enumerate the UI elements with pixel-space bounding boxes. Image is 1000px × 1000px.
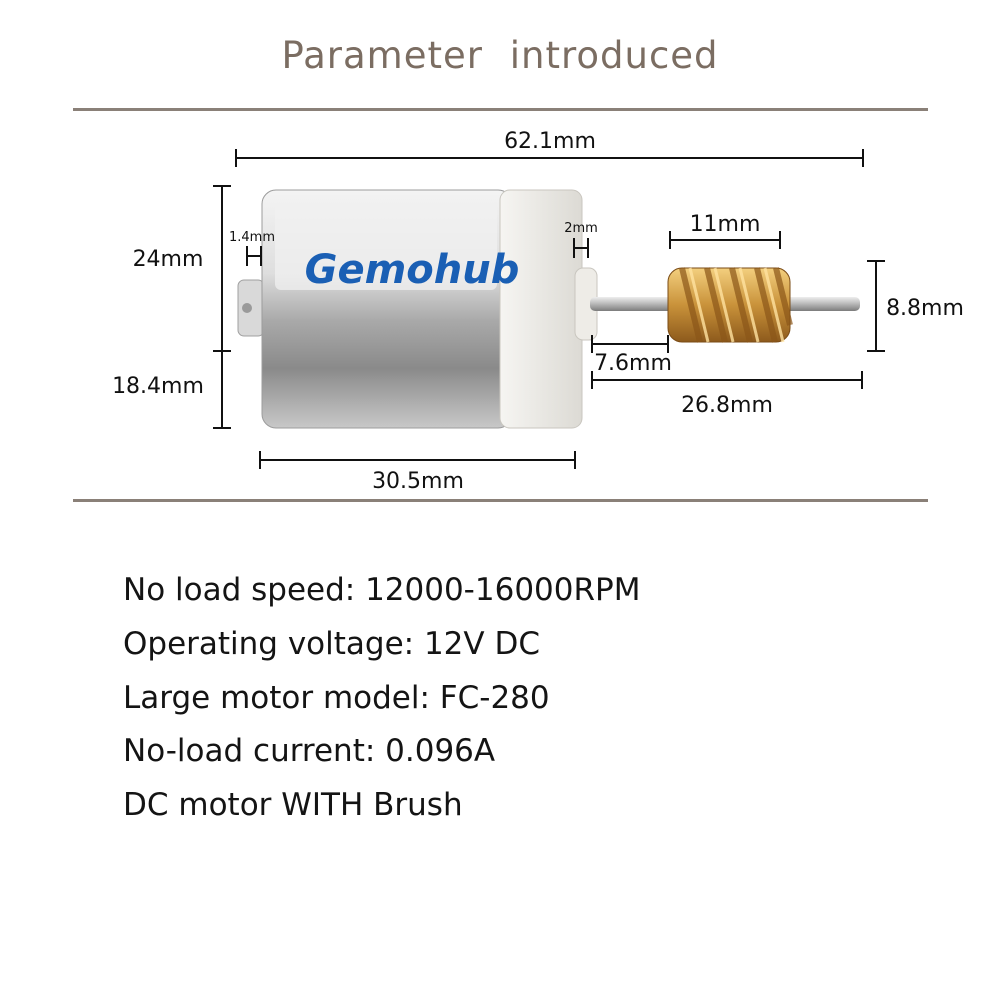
dim-gear-diameter: 8.8mm — [886, 296, 964, 321]
can-highlight — [275, 200, 497, 290]
spec-motor-type: DC motor WITH Brush — [123, 787, 463, 823]
dim-front-boss: 2mm — [564, 221, 598, 236]
dim-body-height: 24mm — [133, 247, 204, 272]
dim-gear-length: 11mm — [690, 212, 761, 237]
brand-logo: Gemohub — [305, 247, 520, 293]
dim-rear-boss: 1.4mm — [229, 230, 275, 245]
dim-body-lower: 18.4mm — [112, 374, 204, 399]
worm-gear — [667, 267, 793, 343]
page-title: Parameter introduced — [281, 34, 719, 77]
spec-no-load-speed: No load speed: 12000-16000RPM — [123, 572, 641, 608]
dim-gear-offset: 7.6mm — [594, 351, 672, 376]
motor-diagram: Gemohub 62.1mm 24mm 18.4mm 1.4mm 2mm 11m… — [112, 129, 964, 494]
spec-operating-voltage: Operating voltage: 12V DC — [123, 626, 540, 662]
bottom-divider — [73, 499, 928, 502]
dim-body-length: 30.5mm — [372, 469, 464, 494]
spec-no-load-current: No-load current: 0.096A — [123, 733, 496, 769]
spec-motor-model: Large motor model: FC-280 — [123, 680, 550, 716]
motor-illustration — [237, 189, 860, 429]
top-divider — [73, 108, 928, 111]
dimension-lines — [213, 149, 885, 469]
dim-overall-length: 62.1mm — [504, 129, 596, 154]
dim-shaft-length: 26.8mm — [681, 393, 773, 418]
rear-bearing — [242, 303, 252, 313]
